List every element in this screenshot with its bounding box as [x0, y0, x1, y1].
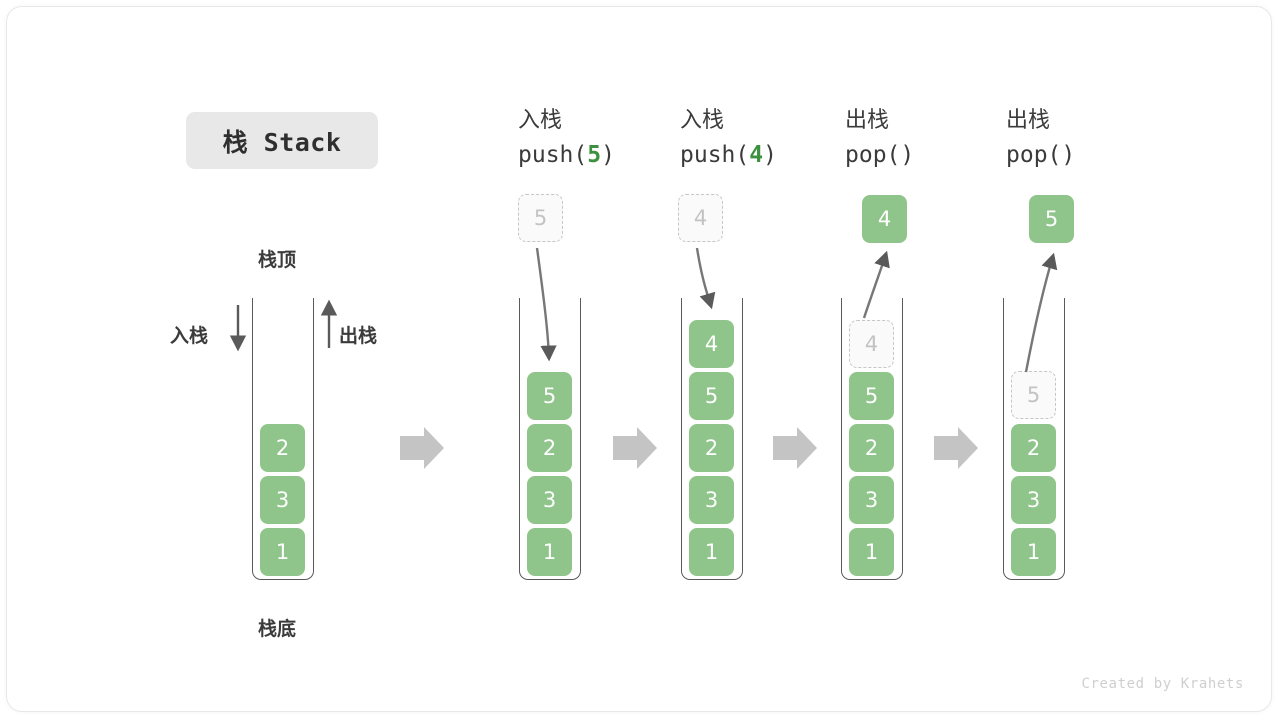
code-prefix: push(: [518, 142, 588, 168]
code-suffix: ): [763, 142, 777, 168]
stack-tube-push-5: [519, 298, 581, 580]
code-arg: 5: [587, 142, 602, 168]
flying-cell-pop-4: 4: [862, 195, 907, 243]
stack-cell: 5: [849, 372, 894, 420]
stack-cell: 1: [260, 528, 305, 576]
column-header-cn: 出栈: [845, 108, 890, 133]
stack-cell: 1: [849, 528, 894, 576]
vacated-slot-pop-4: 4: [849, 320, 894, 368]
stack-cell: 2: [260, 424, 305, 472]
stack-tube-push-4: [681, 298, 743, 580]
stack-cell: 1: [527, 528, 572, 576]
stack-cell: 3: [527, 476, 572, 524]
stack-cell: 1: [689, 528, 734, 576]
code-suffix: ): [1061, 142, 1076, 168]
code-prefix: push(: [680, 142, 750, 168]
pop-side-label: 出栈: [339, 325, 378, 347]
column-header-code: push(4): [680, 138, 850, 172]
stack-tube-initial: [252, 298, 314, 580]
watermark: Created by Krahets: [1081, 676, 1244, 692]
diagram-title-text: 栈 Stack: [222, 127, 342, 157]
column-header-pop-4: 出栈 pop(): [845, 104, 1015, 172]
stack-cell: 3: [1011, 476, 1056, 524]
stack-cell: 2: [849, 424, 894, 472]
vacated-slot-pop-5: 5: [1011, 371, 1056, 419]
code-suffix: ): [900, 142, 915, 168]
code-prefix: pop(: [1006, 142, 1062, 168]
column-header-cn: 入栈: [680, 108, 725, 133]
column-header-cn: 出栈: [1006, 108, 1051, 133]
stack-cell: 3: [689, 476, 734, 524]
code-prefix: pop(: [845, 142, 901, 168]
code-suffix: ): [601, 142, 615, 168]
stack-cell: 2: [1011, 424, 1056, 472]
column-header-code: pop(): [845, 138, 1015, 172]
stack-cell: 2: [527, 424, 572, 472]
column-header-code: pop(): [1006, 138, 1176, 172]
stack-cell: 4: [689, 320, 734, 368]
stack-cell: 3: [849, 476, 894, 524]
flying-cell-push-4: 4: [678, 194, 723, 242]
stack-top-label: 栈顶: [258, 249, 297, 271]
column-header-code: push(5): [518, 138, 688, 172]
diagram-title: 栈 Stack: [186, 112, 378, 169]
stack-cell: 3: [260, 476, 305, 524]
column-header-cn: 入栈: [518, 108, 563, 133]
column-header-pop-5: 出栈 pop(): [1006, 104, 1176, 172]
push-side-label: 入栈: [170, 325, 209, 347]
stack-bottom-label: 栈底: [258, 618, 297, 640]
stack-cell: 5: [689, 372, 734, 420]
stack-tube-pop-5: [1003, 298, 1065, 580]
column-header-push-4: 入栈 push(4): [680, 104, 850, 172]
flying-cell-pop-5: 5: [1029, 195, 1074, 243]
stack-cell: 1: [1011, 528, 1056, 576]
code-arg: 4: [749, 142, 764, 168]
column-header-push-5: 入栈 push(5): [518, 104, 688, 172]
flying-cell-push-5: 5: [518, 194, 563, 242]
stack-tube-pop-4: [841, 298, 903, 580]
stack-cell: 5: [527, 372, 572, 420]
stack-cell: 2: [689, 424, 734, 472]
